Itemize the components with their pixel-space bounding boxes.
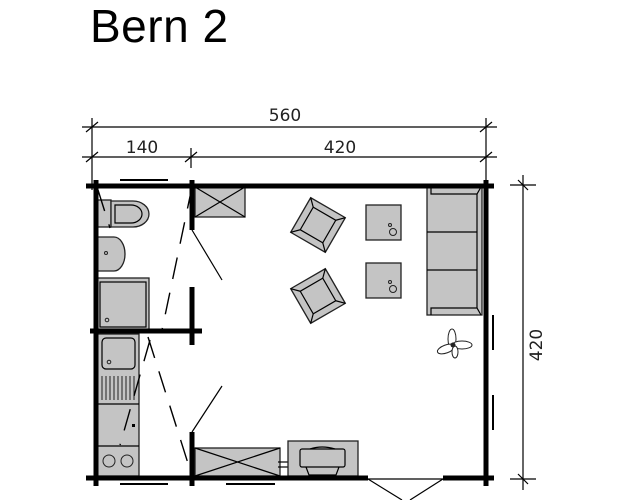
shower xyxy=(96,277,150,331)
armchair-2 xyxy=(289,267,347,325)
dim-depth: 420 xyxy=(527,329,547,361)
windows xyxy=(120,179,494,485)
side-table-2 xyxy=(365,262,402,299)
walls xyxy=(86,180,494,486)
dim-total-width: 560 xyxy=(269,106,301,126)
storage-box-bottom xyxy=(194,447,293,477)
kitchen-counter xyxy=(96,333,140,477)
side-table-1 xyxy=(365,204,402,241)
armchair-1 xyxy=(289,196,347,254)
toilet xyxy=(96,199,150,228)
dim-right-width: 420 xyxy=(324,138,356,158)
door-swings xyxy=(97,186,444,500)
plant xyxy=(436,328,473,359)
dimension-lines xyxy=(82,118,536,490)
sink xyxy=(96,236,126,272)
sofa xyxy=(426,186,483,316)
stove xyxy=(287,440,359,477)
dim-left-width: 140 xyxy=(126,138,158,158)
plan-title: Bern 2 xyxy=(90,0,229,52)
storage-box-top xyxy=(194,186,246,218)
